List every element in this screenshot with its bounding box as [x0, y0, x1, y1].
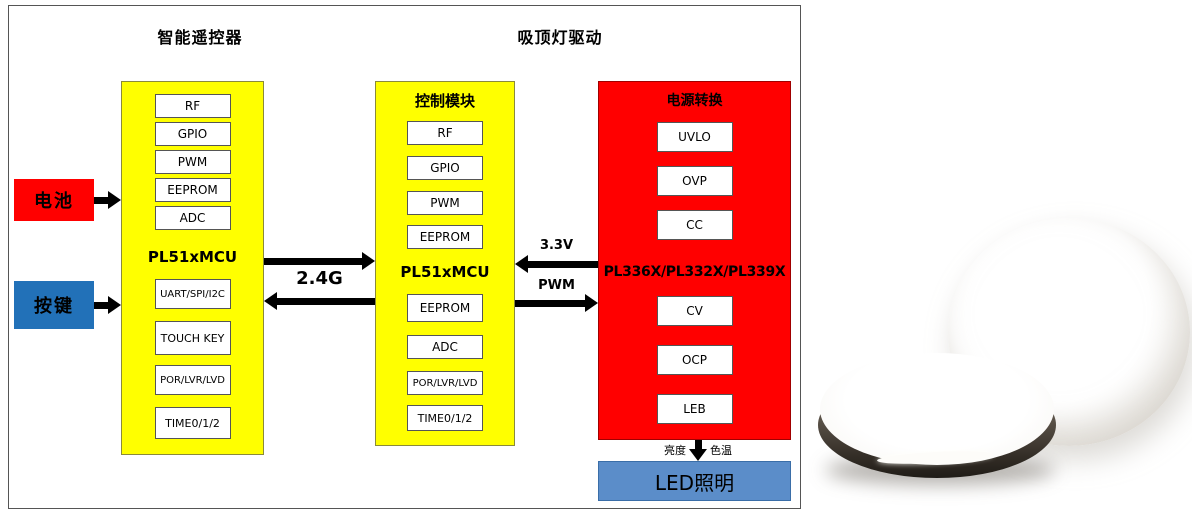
battery-box: 电池: [14, 179, 94, 221]
module-cv: CV: [656, 296, 733, 326]
ceiling-lamp-front: [820, 353, 1054, 465]
arrow-shaft: [515, 299, 585, 307]
battery-arrow: [94, 191, 121, 209]
arrow-shaft: [264, 257, 362, 265]
remote-mcu-block: RF GPIO PWM EEPROM ADC PL51xMCU UART/SPI…: [121, 81, 264, 455]
key-box: 按键: [14, 281, 94, 329]
arrow-shaft: [694, 440, 702, 449]
driver-section-title: 吸顶灯驱动: [517, 28, 603, 47]
module-timer: TIME0/1/2: [154, 407, 231, 439]
signal-pwm-arrow: [515, 294, 598, 312]
module-pwm: PWM: [407, 191, 483, 215]
led-output-arrow: [689, 440, 707, 461]
arrow-head-left: [264, 292, 277, 310]
remote-section-title: 智能遥控器: [157, 28, 243, 47]
arrow-head-right: [362, 252, 375, 270]
module-cc: CC: [656, 210, 733, 240]
module-gpio: GPIO: [407, 156, 483, 180]
arrow-head-left: [515, 255, 528, 273]
module-eeprom: EEPROM: [407, 225, 483, 249]
module-uvlo: UVLO: [656, 122, 733, 152]
module-leb: LEB: [656, 394, 733, 424]
module-ocp: OCP: [656, 345, 733, 375]
module-adc: ADC: [407, 335, 483, 359]
power-block-title: 电源转换: [666, 93, 723, 109]
module-pwm: PWM: [154, 150, 231, 174]
power-conversion-block: 电源转换 UVLO OVP CC PL336X/PL332X/PL339X CV…: [598, 81, 791, 440]
module-uart-spi-i2c: UART/SPI/I2C: [154, 279, 231, 309]
module-ovp: OVP: [656, 166, 733, 196]
signal-pwm-label: PWM: [538, 278, 575, 293]
arrow-shaft: [277, 297, 375, 305]
signal-33v-label: 3.3V: [539, 238, 574, 253]
remote-mcu-name: PL51xMCU: [147, 248, 238, 266]
signal-33v-arrow: [515, 255, 598, 273]
module-gpio: GPIO: [154, 122, 231, 146]
arrow-head-right: [585, 294, 598, 312]
module-eeprom: EEPROM: [154, 178, 231, 202]
control-module-title: 控制模块: [414, 92, 475, 110]
module-timer: TIME0/1/2: [407, 405, 483, 431]
rf-link-arrow-right: [264, 252, 375, 270]
rf-link-arrow-left: [264, 292, 375, 310]
power-chip-name: PL336X/PL332X/PL339X: [603, 264, 786, 280]
module-touch-key: TOUCH KEY: [154, 321, 231, 355]
arrow-shaft: [528, 260, 598, 268]
module-por-lvr-lvd: POR/LVR/LVD: [407, 371, 483, 395]
led-lighting-box: LED照明: [598, 461, 791, 501]
brightness-label: 亮度: [664, 444, 686, 457]
arrow-head-right: [108, 191, 121, 209]
module-adc: ADC: [154, 206, 231, 230]
arrow-shaft: [94, 196, 108, 204]
arrow-shaft: [94, 301, 108, 309]
module-rf: RF: [407, 121, 483, 145]
module-eeprom2: EEPROM: [407, 294, 483, 322]
arrow-head-down: [689, 449, 707, 461]
ceiling-lamp-photo: [805, 0, 1192, 517]
rf-link-label: 2.4G: [296, 268, 343, 289]
module-por-lvr-lvd: POR/LVR/LVD: [154, 365, 231, 395]
control-mcu-name: PL51xMCU: [400, 263, 490, 281]
control-module-block: 控制模块 RF GPIO PWM EEPROM PL51xMCU EEPROM …: [375, 81, 515, 446]
key-arrow: [94, 296, 121, 314]
arrow-head-right: [108, 296, 121, 314]
color-temp-label: 色温: [710, 444, 732, 457]
module-rf: RF: [154, 94, 231, 118]
